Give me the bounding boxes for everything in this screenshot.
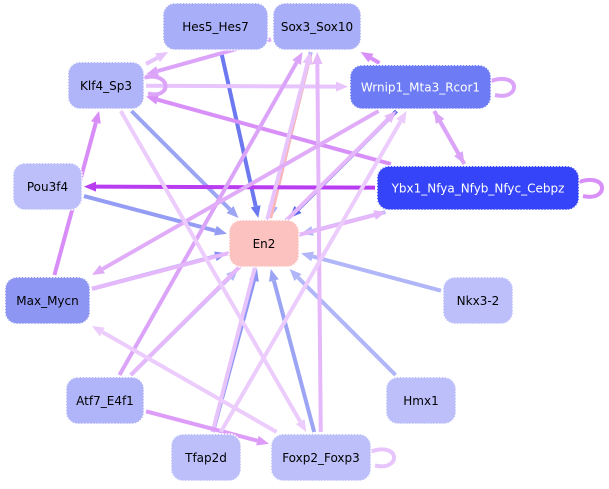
- edge-arrowhead: [155, 52, 169, 63]
- node-label: En2: [253, 237, 276, 251]
- edge-arrowhead: [256, 435, 269, 446]
- edge-arrowhead: [84, 181, 97, 192]
- self-loop-foxp2: [370, 447, 396, 469]
- node-en2[interactable]: En2: [228, 219, 300, 268]
- edge-arrowhead: [396, 111, 407, 124]
- node-label: Nkx3-2: [457, 294, 500, 308]
- edge-line: [438, 120, 467, 165]
- self-loop-wrnip1: [490, 77, 516, 98]
- edge-line: [101, 109, 380, 271]
- edge-klf4-to-wrnip1: [145, 81, 348, 92]
- edge-atf7-to-sox3: [117, 52, 303, 376]
- node-klf4[interactable]: Klf4_Sp3: [67, 61, 145, 110]
- edge-arrowhead: [146, 94, 159, 105]
- edge-klf4-to-foxp2: [119, 109, 307, 432]
- edge-line: [312, 254, 442, 293]
- node-hes5[interactable]: Hes5_Hes7: [162, 2, 269, 51]
- edge-hmx1-to-en2: [289, 269, 397, 377]
- node-pou3f4[interactable]: Pou3f4: [12, 162, 83, 211]
- node-nkx3[interactable]: Nkx3-2: [442, 276, 514, 325]
- edge-pou3f4-to-en2: [83, 194, 227, 236]
- nodes-layer: Hes5_Hes7 Sox3_Sox10 Klf4_Sp3 Wrnip1_Mta…: [4, 2, 580, 482]
- edge-hes5-to-en2: [219, 51, 261, 218]
- node-hmx1[interactable]: Hmx1: [385, 376, 457, 425]
- edge-nkx3-to-en2: [301, 251, 442, 293]
- edge-klf4-to-hes5: [145, 52, 169, 66]
- edge-line: [157, 97, 392, 166]
- edge-arrowhead: [289, 269, 302, 282]
- self-loop-klf4: [143, 74, 168, 97]
- node-atf7[interactable]: Atf7_E4f1: [65, 376, 145, 425]
- edge-arrowhead: [312, 52, 323, 65]
- edge-line: [101, 330, 278, 434]
- edge-line: [145, 83, 337, 89]
- node-label: Pou3f4: [27, 180, 68, 194]
- edge-arrowhead: [214, 225, 227, 236]
- edge-arrowhead: [335, 81, 348, 92]
- edge-arrowhead: [91, 111, 101, 124]
- edge-ybx1-to-wrnip1: [434, 111, 467, 165]
- node-label: Max_Mycn: [16, 294, 78, 308]
- node-label: Hmx1: [403, 394, 438, 408]
- edge-arrowhead: [269, 269, 279, 282]
- node-label: Hes5_Hes7: [182, 20, 249, 34]
- node-label: Sox3_Sox10: [281, 20, 353, 34]
- edge-ybx1-to-pou3f4: [84, 181, 376, 192]
- node-label: Tfap2d: [184, 451, 227, 465]
- edge-arrowhead: [295, 419, 307, 432]
- edge-foxp2-to-sox3: [312, 52, 323, 433]
- edge-arrowhead: [250, 205, 261, 218]
- edge-foxp2-to-en2: [269, 269, 317, 433]
- edge-arrowhead: [301, 251, 314, 262]
- edge-wrnip1-to-max: [92, 109, 380, 276]
- edge-arrowhead: [434, 111, 445, 124]
- edge-line: [83, 194, 216, 233]
- edge-line: [145, 409, 258, 443]
- node-foxp2[interactable]: Foxp2_Foxp3: [270, 433, 372, 482]
- edge-line: [95, 184, 376, 190]
- node-label: Foxp2_Foxp3: [282, 451, 360, 465]
- edge-arrowhead: [146, 66, 159, 76]
- edge-wrnip1-to-sox3: [360, 52, 381, 65]
- edge-arrowhead: [92, 264, 105, 276]
- edge-foxp2-to-max: [91, 326, 278, 434]
- edge-arrowhead: [226, 205, 239, 218]
- edge-klf4-to-en2: [130, 109, 239, 218]
- edge-atf7-to-foxp2: [145, 409, 269, 446]
- self-loop-ybx1: [578, 178, 604, 199]
- edge-arrowhead: [360, 52, 374, 63]
- edge-line: [219, 51, 258, 207]
- edge-arrowhead: [384, 111, 397, 124]
- node-wrnip1[interactable]: Wrnip1_Mta3_Rcor1: [349, 64, 492, 110]
- edge-arrowhead: [91, 326, 105, 337]
- node-label: Ybx1_Nfya_Nfyb_Nfyc_Cebpz: [391, 182, 565, 196]
- node-label: Klf4_Sp3: [80, 79, 132, 93]
- edge-line: [130, 109, 232, 211]
- edge-arrowhead: [373, 210, 387, 220]
- node-label: Wrnip1_Mta3_Rcor1: [361, 81, 480, 95]
- edge-arrowhead: [302, 52, 313, 65]
- edge-line: [119, 109, 302, 423]
- node-tfap2d[interactable]: Tfap2d: [170, 433, 242, 482]
- node-label: Atf7_E4f1: [76, 394, 134, 408]
- edge-line: [369, 56, 381, 65]
- edge-arrowhead: [292, 52, 303, 65]
- edge-line: [117, 61, 299, 376]
- node-max[interactable]: Max_Mycn: [4, 276, 91, 325]
- edge-line: [219, 120, 403, 434]
- edge-line: [145, 55, 159, 66]
- edge-line: [315, 63, 323, 433]
- edge-tfap2d-to-wrnip1: [219, 111, 407, 434]
- edge-line: [296, 276, 397, 377]
- node-sox3[interactable]: Sox3_Sox10: [272, 2, 362, 51]
- node-ybx1[interactable]: Ybx1_Nfya_Nfyb_Nfyc_Cebpz: [376, 165, 580, 211]
- edge-line: [271, 280, 317, 433]
